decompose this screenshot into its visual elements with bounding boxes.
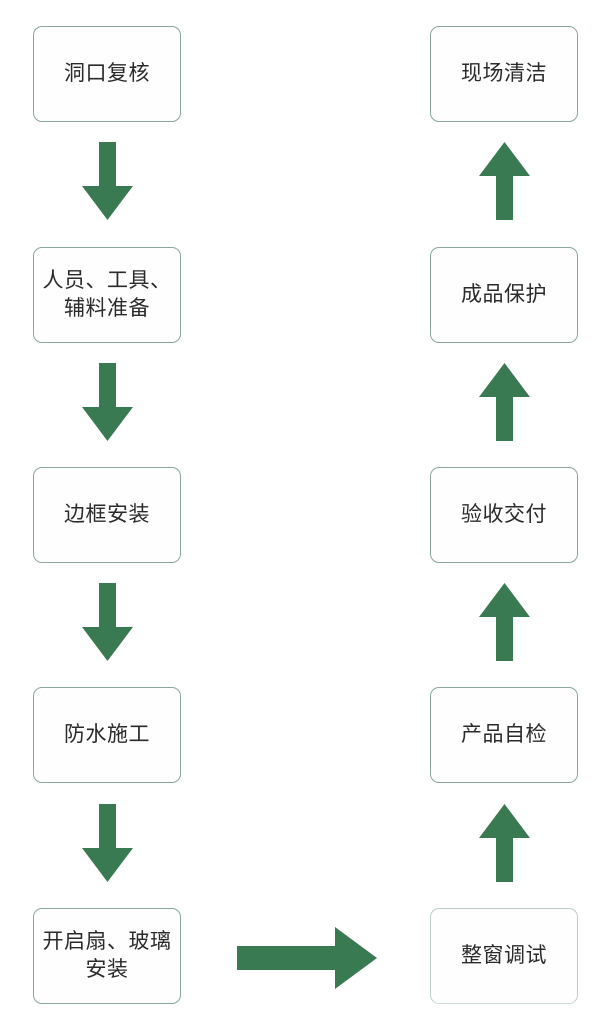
flow-node-yanshou-jiaofu[interactable]: 验收交付 [430, 467, 578, 563]
flow-arrow-up-4 [474, 142, 535, 220]
flow-arrow-down-1 [77, 142, 138, 220]
flow-node-label: 整窗调试 [461, 943, 547, 968]
flow-node-label: 现场清洁 [461, 61, 547, 86]
flow-node-label: 成品保护 [461, 282, 547, 307]
flow-node-label: 边框安装 [64, 502, 150, 527]
flow-node-label: 人员、工具、 辅料准备 [42, 268, 172, 320]
flow-arrow-down-2 [77, 363, 138, 441]
flow-node-chanpin-zijian[interactable]: 产品自检 [430, 687, 578, 783]
flow-arrow-up-3 [474, 363, 535, 441]
flow-node-label: 防水施工 [64, 722, 150, 747]
flow-node-biankuang-anzhuang[interactable]: 边框安装 [33, 467, 181, 563]
flow-node-chengpin-baohu[interactable]: 成品保护 [430, 247, 578, 343]
flow-node-fangshui-shigong[interactable]: 防水施工 [33, 687, 181, 783]
flow-node-label: 验收交付 [461, 502, 547, 527]
flow-node-label: 产品自检 [461, 722, 547, 747]
flow-node-xianchang-qingjie[interactable]: 现场清洁 [430, 26, 578, 122]
flow-node-label: 开启扇、玻璃 安装 [42, 929, 172, 981]
flow-node-label: 洞口复核 [64, 61, 150, 86]
flow-node-dongkou-fuhe[interactable]: 洞口复核 [33, 26, 181, 122]
flow-arrow-down-4 [77, 804, 138, 882]
flow-arrow-down-3 [77, 583, 138, 661]
flow-arrow-right-bottom [237, 919, 379, 997]
flow-arrow-up-2 [474, 583, 535, 661]
flow-node-kaiqishan-boli-anzhuang[interactable]: 开启扇、玻璃 安装 [33, 908, 181, 1004]
flow-node-zhengchuang-tiaoshi[interactable]: 整窗调试 [430, 908, 578, 1004]
flow-arrow-up-1 [474, 804, 535, 882]
flow-node-renyuan-gongju-fuliao-zhunbei[interactable]: 人员、工具、 辅料准备 [33, 247, 181, 343]
